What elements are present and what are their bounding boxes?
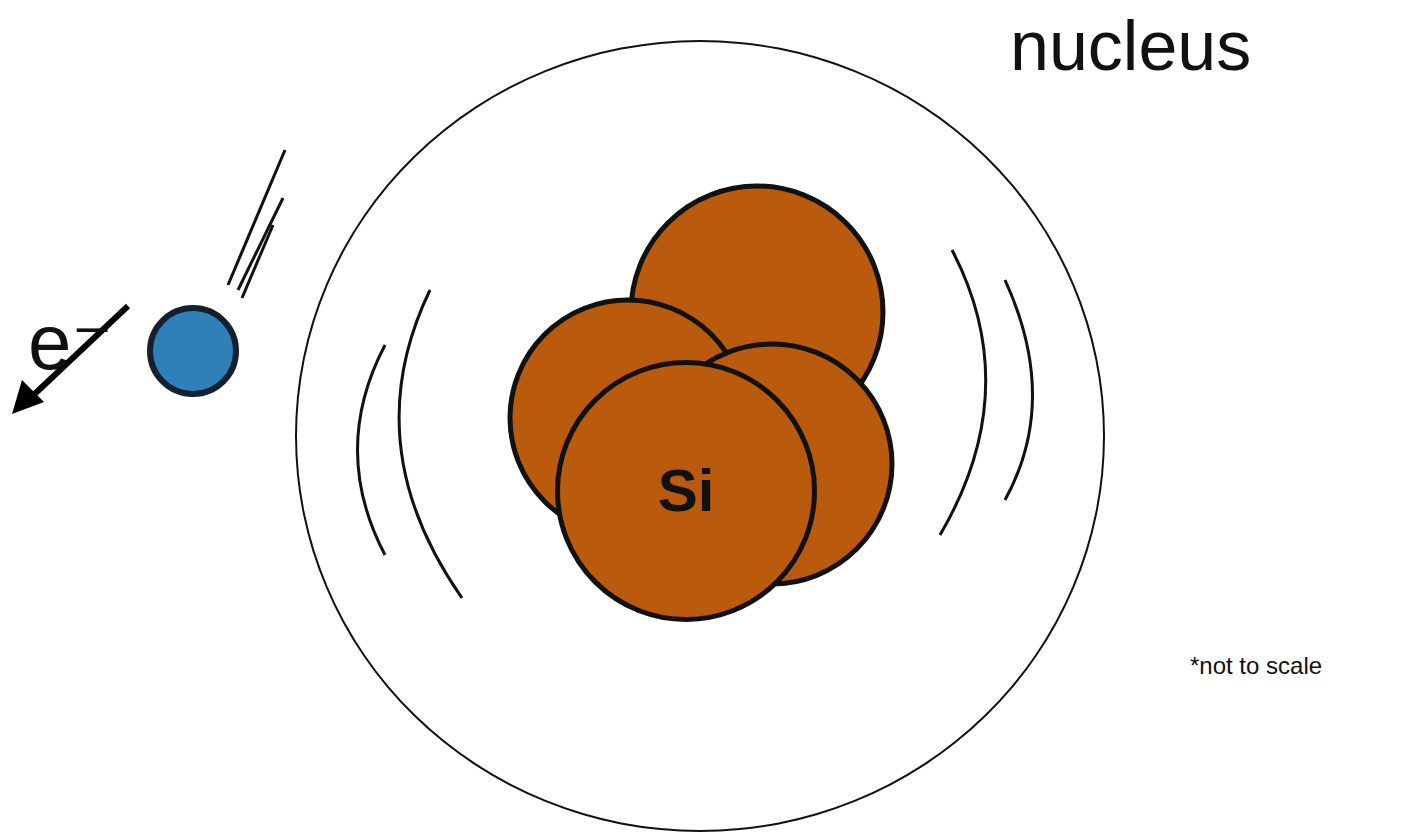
nucleus-outline: nucleusSi <box>295 40 1105 832</box>
motion-line <box>242 225 273 298</box>
note-label: *not to scale <box>1190 652 1322 680</box>
node-label: e⁻ <box>28 300 113 386</box>
motion-line <box>238 198 283 290</box>
vibration-arc <box>1005 280 1033 500</box>
vibration-arc <box>399 290 462 598</box>
vibration-arc <box>940 250 986 535</box>
electron: e⁻ <box>147 305 239 397</box>
node-label: Si <box>658 458 715 524</box>
vibration-arc <box>358 345 386 555</box>
silicon-nucleon: Si <box>555 360 817 622</box>
node-label: nucleus <box>1010 8 1251 85</box>
